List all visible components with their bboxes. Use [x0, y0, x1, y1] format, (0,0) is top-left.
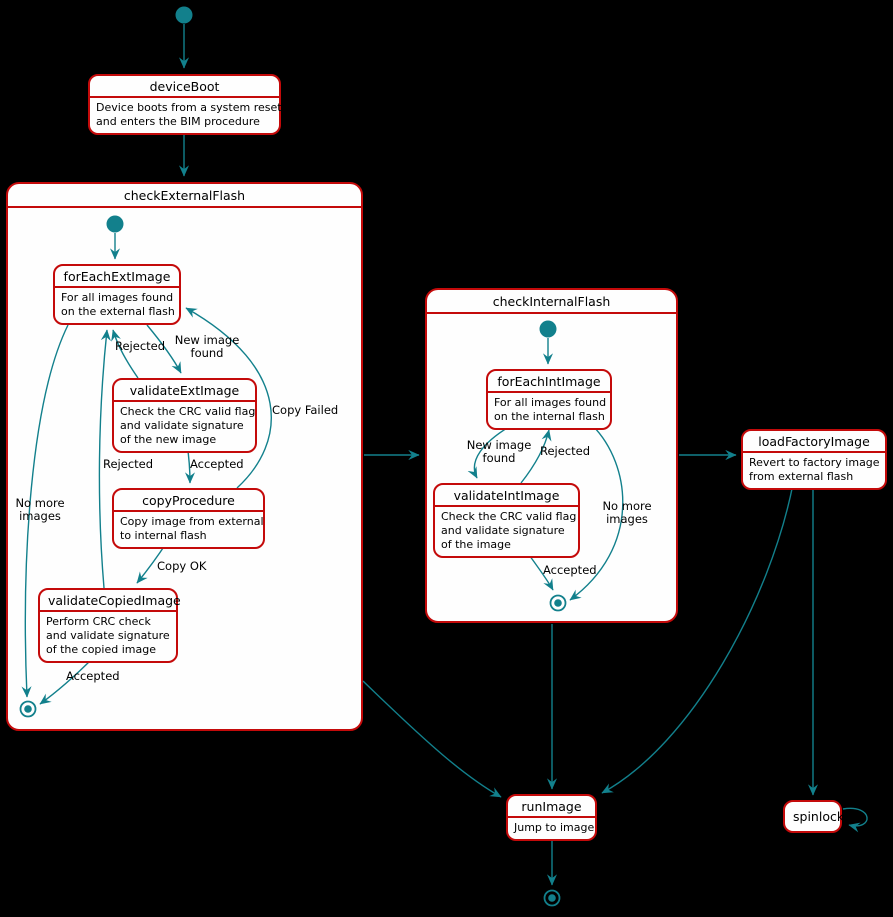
- label-line: found: [482, 451, 516, 465]
- body-line: from external flash: [749, 470, 854, 483]
- body-line: of the copied image: [46, 643, 156, 656]
- body-line: on the external flash: [61, 305, 175, 318]
- initial-state-icon-top: [175, 6, 193, 24]
- state-deviceBoot: deviceBoot Device boots from a system re…: [88, 74, 282, 135]
- body-line: of the image: [441, 538, 511, 551]
- body-line: Perform CRC check: [46, 615, 151, 628]
- state-title-validateIntImage: validateIntImage: [453, 488, 560, 503]
- state-title-validateExtImage: validateExtImage: [129, 383, 240, 398]
- state-runImage: runImage Jump to image: [506, 794, 597, 841]
- body-line: of the new image: [120, 433, 217, 446]
- edge-spinlock-self-loop: [842, 807, 868, 833]
- state-body-forEachExtImage: For all images found on the external fla…: [55, 286, 179, 323]
- edge-checkExternalFlash-to-runImage: [362, 680, 502, 798]
- composite-title-checkInternalFlash: checkInternalFlash: [427, 290, 676, 314]
- state-body-deviceBoot: Device boots from a system reset and ent…: [90, 96, 282, 133]
- state-title-loadFactoryImage: loadFactoryImage: [758, 434, 870, 449]
- label-line: images: [606, 512, 648, 526]
- body-line: to internal flash: [120, 529, 207, 542]
- transition-label-int-rejected: Rejected: [540, 444, 591, 458]
- state-title-validateCopiedImage: validateCopiedImage: [48, 593, 181, 608]
- body-line: Revert to factory image: [749, 456, 880, 469]
- state-spinlock: spinlock: [783, 800, 845, 833]
- state-title-forEachExtImage: forEachExtImage: [63, 269, 171, 284]
- body-line: Jump to image: [514, 821, 595, 834]
- body-line: Copy image from external: [120, 515, 264, 528]
- transition-label-int-accepted: Accepted: [543, 563, 597, 577]
- transition-label-ext-accepted: Accepted: [190, 457, 244, 471]
- state-body-runImage: Jump to image: [508, 816, 595, 839]
- body-line: For all images found: [61, 291, 174, 304]
- state-body-copyProcedure: Copy image from external to internal fla…: [114, 510, 264, 547]
- body-line: and validate signature: [46, 629, 170, 642]
- transition-label-ext-no-more-images: No more images: [15, 497, 64, 523]
- state-validateIntImage: validateIntImage Check the CRC valid fla…: [433, 483, 580, 558]
- body-line: and enters the BIM procedure: [96, 115, 260, 128]
- transition-label-ext-copy-failed: Copy Failed: [272, 403, 339, 417]
- transition-label-int-new-image: New image found: [467, 439, 532, 465]
- state-loadFactoryImage: loadFactoryImage Revert to factory image…: [741, 429, 887, 490]
- body-line: and validate signature: [441, 524, 565, 537]
- state-validateExtImage: validateExtImage Check the CRC valid fla…: [112, 378, 257, 453]
- state-title-runImage: runImage: [521, 799, 582, 814]
- label-line: found: [190, 346, 224, 360]
- state-title-copyProcedure: copyProcedure: [142, 493, 235, 508]
- state-body-forEachIntImage: For all images found on the internal fla…: [488, 391, 610, 428]
- transition-label-int-no-more-images: No more images: [602, 500, 651, 526]
- transition-label-ext-accepted-final: Accepted: [66, 669, 120, 683]
- composite-title-checkExternalFlash: checkExternalFlash: [8, 184, 361, 208]
- state-title-forEachIntImage: forEachIntImage: [497, 374, 601, 389]
- state-body-validateCopiedImage: Perform CRC check and validate signature…: [40, 610, 176, 661]
- body-line: Check the CRC valid flag: [120, 405, 256, 418]
- state-validateCopiedImage: validateCopiedImage Perform CRC check an…: [38, 588, 181, 663]
- body-line: Device boots from a system reset: [96, 101, 282, 114]
- state-title-deviceBoot: deviceBoot: [149, 79, 220, 94]
- state-forEachExtImage: forEachExtImage For all images found on …: [53, 264, 181, 325]
- body-line: on the internal flash: [494, 410, 605, 423]
- body-line: Check the CRC valid flag: [441, 510, 577, 523]
- transition-label-ext-new-image: New image found: [175, 334, 240, 360]
- state-title-spinlock: spinlock: [793, 809, 845, 824]
- final-state-icon-main: [543, 889, 561, 907]
- state-forEachIntImage: forEachIntImage For all images found on …: [486, 369, 612, 430]
- state-body-validateIntImage: Check the CRC valid flag and validate si…: [435, 505, 578, 556]
- transition-label-ext-rejected-upper: Rejected: [115, 339, 166, 353]
- transition-label-ext-rejected-left: Rejected: [103, 457, 154, 471]
- state-body-validateExtImage: Check the CRC valid flag and validate si…: [114, 400, 255, 451]
- body-line: and validate signature: [120, 419, 244, 432]
- state-copyProcedure: copyProcedure Copy image from external t…: [112, 488, 265, 549]
- label-line: images: [19, 509, 61, 523]
- body-line: For all images found: [494, 396, 607, 409]
- transition-label-ext-copy-ok: Copy OK: [157, 559, 207, 573]
- state-body-loadFactoryImage: Revert to factory image from external fl…: [743, 451, 885, 488]
